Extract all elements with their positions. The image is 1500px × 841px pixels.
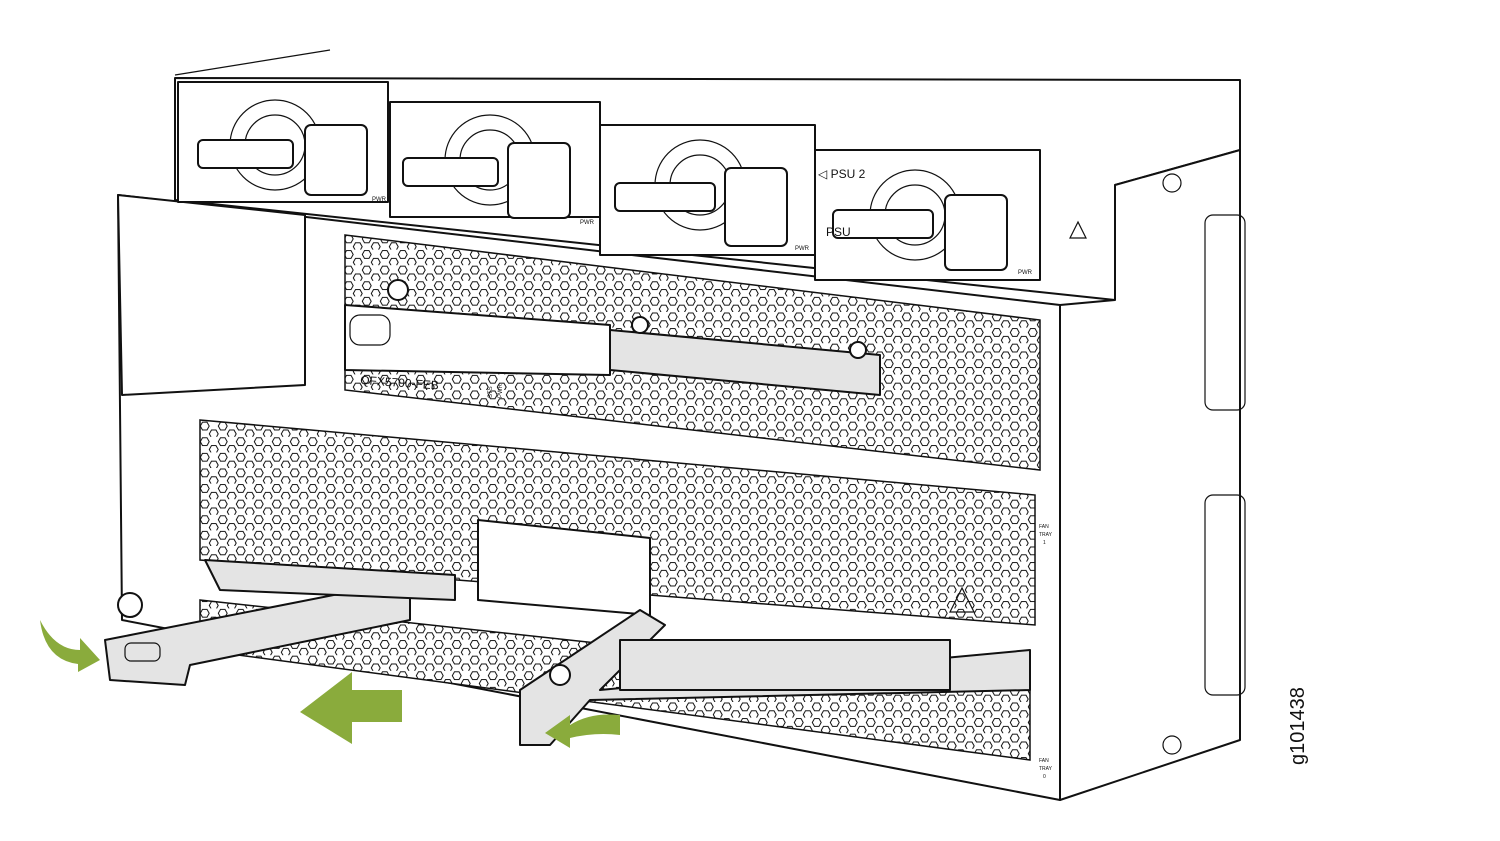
svg-text:FAN: FAN: [1039, 758, 1049, 764]
svg-text:TRAY: TRAY: [1039, 532, 1053, 538]
arrow-icon: [40, 620, 620, 748]
right-ejector-handle[interactable]: [519, 609, 1031, 746]
captive-screw[interactable]: [387, 279, 409, 301]
sts-led-label: STS: [488, 386, 494, 398]
feb-module: QFX5700-FEB STS PWR: [344, 234, 1041, 471]
figure-id: g101438: [1287, 687, 1309, 765]
psu-row: ◁ PSU 2 PSU PWR PWR PWR PWR: [177, 81, 1087, 281]
pwr-label: PWR: [372, 197, 387, 203]
esd-warning-icon: [1069, 220, 1087, 239]
psu2-label: ◁ PSU 2: [818, 167, 866, 181]
pwr-label: PWR: [795, 246, 810, 252]
psu-handle[interactable]: [197, 124, 1008, 271]
feb-model-label: QFX5700-FEB: [360, 373, 439, 392]
svg-text:0: 0: [1043, 774, 1046, 780]
svg-text:FAN: FAN: [1039, 524, 1049, 530]
fan-tray-0-label: FAN TRAY 0: [1039, 758, 1053, 780]
pwr-label: PWR: [580, 220, 595, 226]
hot-surface-warning-icon: [949, 586, 975, 613]
psu-partial-label: PSU: [826, 225, 851, 239]
svg-text:1: 1: [1043, 540, 1046, 546]
left-ejector-handle[interactable]: [104, 559, 456, 686]
pwr-label: PWR: [1018, 270, 1033, 276]
svg-text:TRAY: TRAY: [1039, 766, 1053, 772]
fan-tray-1-label: FAN TRAY 1: [1039, 524, 1053, 546]
pwr-led-label: PWR: [498, 383, 504, 398]
